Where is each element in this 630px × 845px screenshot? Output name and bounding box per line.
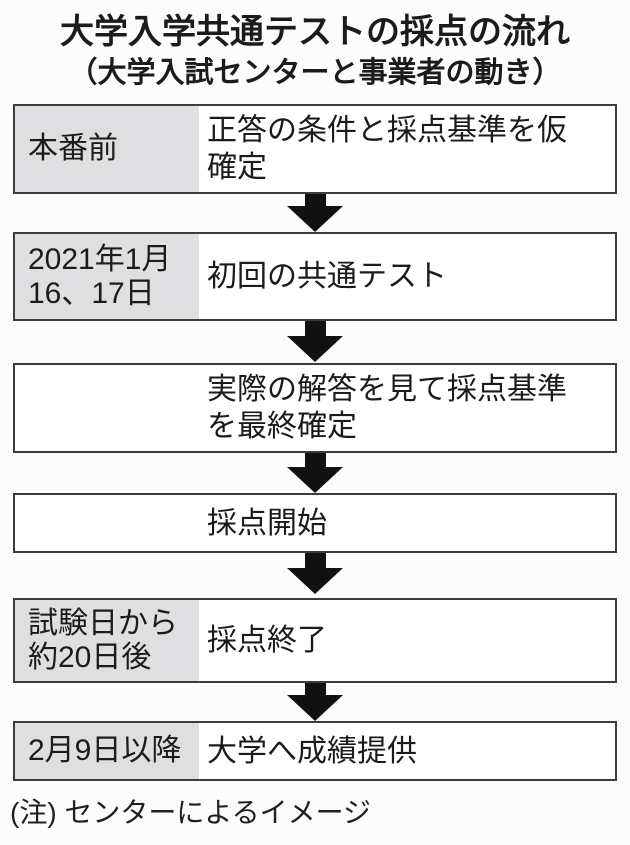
flow-step-first-test: 2021年1月 16、17日 初回の共通テスト [13,232,617,321]
step-time-label: 2月9日以降 [15,723,199,779]
arrow-head [287,467,343,493]
flow-step-provide-results: 2月9日以降 大学へ成績提供 [13,721,617,781]
page-subtitle: （大学入試センターと事業者の動き） [68,57,562,89]
down-arrow-icon [0,553,630,598]
down-arrow-icon [0,683,630,721]
step-description: 採点終了 [207,624,327,657]
flow-step-scoring-end: 試験日から 約20日後 採点終了 [13,598,617,683]
footnote: (注) センターによるイメージ [10,797,372,828]
flow-step-scoring-start: 採点開始 [13,493,617,553]
arrow-stem [304,321,326,336]
step-time-label: 本番前 [15,106,199,192]
arrow-head [287,206,343,232]
flow-step-before-exam: 本番前 正答の条件と採点基準を仮 確定 [13,104,617,194]
arrow-stem [304,453,326,467]
flow-step-finalize-criteria: 実際の解答を見て採点基準 を最終確定 [13,363,617,453]
arrow-head [287,695,343,721]
step-description: 実際の解答を見て採点基準 を最終確定 [207,373,567,443]
arrow-head [287,336,343,362]
step-time-label [15,365,199,451]
step-description: 正答の条件と採点基準を仮 確定 [207,114,567,184]
step-description: 初回の共通テスト [207,260,447,293]
arrow-stem [304,194,326,206]
flow-chart: 本番前 正答の条件と採点基準を仮 確定 2021年1月 16、17日 初回の共通… [0,104,630,781]
step-time-label: 2021年1月 16、17日 [15,234,199,319]
page-title: 大学入学共通テストの採点の流れ [60,13,570,51]
step-time-label [15,495,199,551]
arrow-head [287,568,343,594]
down-arrow-icon [0,321,630,363]
arrow-stem [304,683,326,695]
arrow-stem [304,553,326,568]
down-arrow-icon [0,453,630,493]
step-description: 採点開始 [207,506,327,540]
step-description: 大学へ成績提供 [207,734,417,768]
step-time-label: 試験日から 約20日後 [15,600,199,681]
down-arrow-icon [0,194,630,232]
